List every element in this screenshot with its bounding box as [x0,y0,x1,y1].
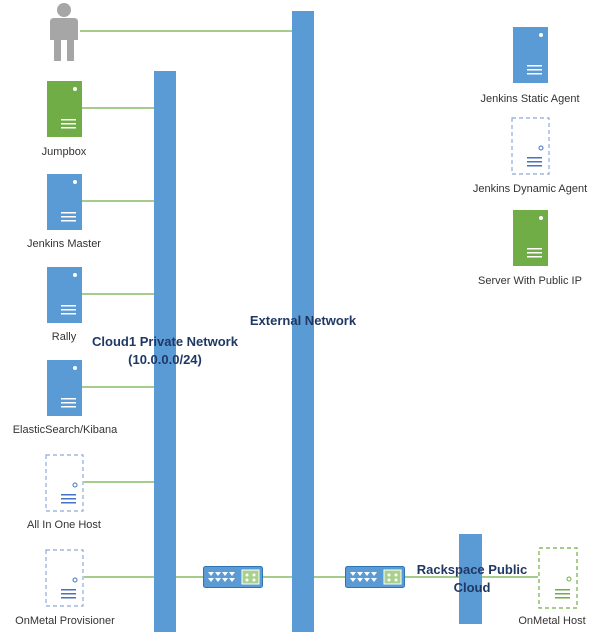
legend-public-ip-label: Server With Public IP [478,275,582,287]
onmetal-provisioner-label: OnMetal Provisioner [15,615,115,627]
rally-server-icon [47,267,82,323]
legend-public-ip-icon [513,210,548,266]
jenkins-master-server-icon [47,174,82,230]
private-network-label-line2: (10.0.0.0/24) [128,352,202,367]
all-in-one-label: All In One Host [27,519,101,531]
rackspace-label-line2: Cloud [453,580,491,595]
switch-right-icon [345,566,405,588]
rackspace-network-label: Rackspace Public Cloud [408,561,536,597]
onmetal-host-server-icon [538,547,578,609]
legend-dynamic-agent-label: Jenkins Dynamic Agent [472,183,588,195]
rackspace-network-bar [459,534,482,624]
person-icon [50,3,78,61]
legend-static-agent-icon [513,27,548,83]
private-network-bar [154,71,176,632]
all-in-one-server-icon [45,454,84,512]
jumpbox-label: Jumpbox [41,146,87,158]
legend-static-agent-label: Jenkins Static Agent [480,93,580,105]
rackspace-label-line1: Rackspace Public [416,562,528,577]
legend-dynamic-agent-icon [511,117,550,175]
onmetal-host-label: OnMetal Host [518,615,586,627]
private-network-label-line1: Cloud1 Private Network [92,334,238,349]
elasticsearch-server-icon [47,360,82,416]
switch-left-icon [203,566,263,588]
jenkins-master-label: Jenkins Master [27,238,101,250]
private-network-label: Cloud1 Private Network (10.0.0.0/24) [80,333,250,369]
onmetal-provisioner-server-icon [45,549,84,607]
external-network-label: External Network [249,313,357,328]
elasticsearch-label: ElasticSearch/Kibana [12,424,118,436]
jumpbox-server-icon [47,81,82,137]
rally-label: Rally [51,331,77,343]
external-network-bar [292,11,314,632]
